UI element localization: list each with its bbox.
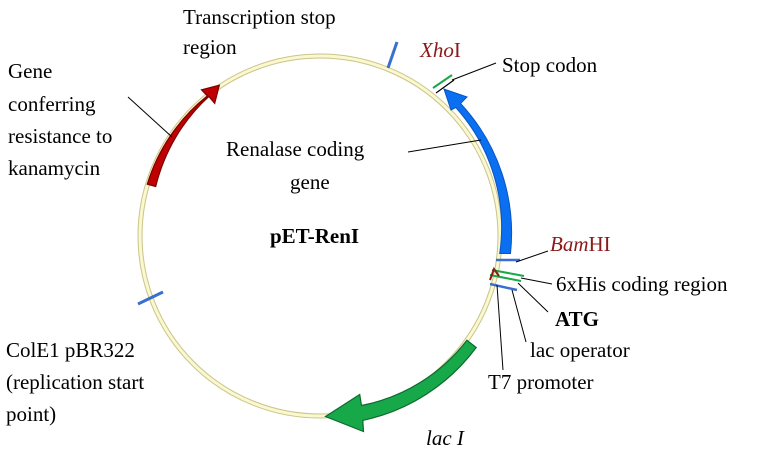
cole1-marker xyxy=(137,290,164,306)
bamhi-label: BamHI xyxy=(550,232,611,256)
transcription-stop-marker xyxy=(386,41,399,69)
stop-codon-label: Stop codon xyxy=(502,53,598,77)
plasmid-name: pET-RenI xyxy=(270,224,359,248)
transcription-stop-label: Transcription stop region xyxy=(183,5,341,59)
atg-leader xyxy=(517,282,549,313)
cole1-label: ColE1 pBR322 (replication start point) xyxy=(6,338,149,426)
kanamycin-resistance-arrow xyxy=(146,84,221,188)
his-tag-label: 6xHis coding region xyxy=(556,272,728,296)
lac-i-arrow xyxy=(324,339,478,433)
stop-codon-leader xyxy=(451,62,497,81)
lac-operator-label: lac operator xyxy=(530,338,630,362)
lac-i-label: lac I xyxy=(426,426,465,450)
renalase-leader xyxy=(407,139,482,153)
t7-promoter-label: T7 promoter xyxy=(488,370,594,394)
lac-operator-leader xyxy=(511,289,527,343)
xhoi-label: XhoI xyxy=(419,38,461,62)
stop-codon-marker xyxy=(432,74,453,89)
renalase-label: Renalase coding gene xyxy=(226,137,369,194)
t7-leader xyxy=(496,284,504,371)
plasmid-backbone-inner xyxy=(138,54,502,418)
renalase-gene-arrow xyxy=(443,88,513,254)
bamhi-leader xyxy=(515,250,549,263)
his-leader xyxy=(520,277,553,285)
promoter-cluster xyxy=(489,258,525,292)
kanr-label: Gene conferring resistance to kanamycin xyxy=(8,59,118,180)
xhoi-site-marker xyxy=(435,79,455,94)
kanr-leader xyxy=(127,96,173,138)
atg-label: ATG xyxy=(555,307,599,331)
